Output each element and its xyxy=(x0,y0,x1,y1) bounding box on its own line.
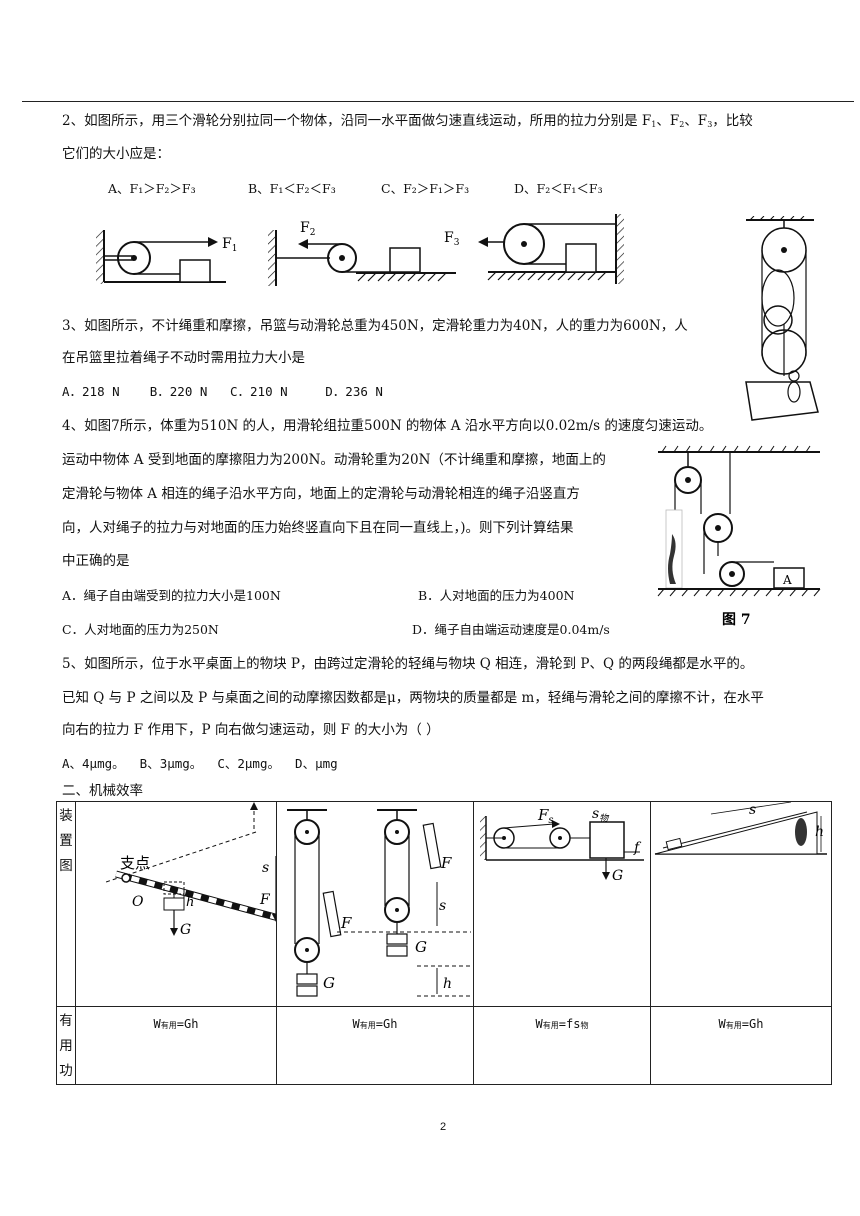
q4-line5: 中正确的是 xyxy=(62,553,130,569)
pulley-f-label-2: F xyxy=(440,854,452,872)
q4-option-b: B．人对地面的压力为400N xyxy=(418,588,575,603)
q2-option-a: A、F₁＞F₂＞F₃ xyxy=(108,181,196,196)
cell-lever: 支点 O h G F s xyxy=(75,801,287,1007)
incline-diagram: s h xyxy=(654,801,827,855)
page-number: 2 xyxy=(440,1121,447,1133)
lever-g-label: G xyxy=(180,922,191,938)
q4-line2: 运动中物体 A 受到地面的摩擦阻力为200N。动滑轮重为20N（不计绳重和摩擦，… xyxy=(62,452,606,468)
lever-diagram: 支点 O h G F s xyxy=(105,802,287,938)
q5-line3: 向右的拉力 F 作用下，P 向右做匀速运动，则 F 的大小为（ ） xyxy=(62,722,440,738)
pulley-block-diagram: G F G F s xyxy=(287,809,471,997)
q4-option-c: C．人对地面的压力为250N xyxy=(62,622,219,637)
q2-option-b: B、F₁＜F₂＜F₃ xyxy=(248,181,336,196)
q3-basket-figure xyxy=(745,216,819,421)
q2-fig2: F2 xyxy=(268,220,456,286)
header-rule xyxy=(22,101,854,102)
cell-horizontal-pull: Fs s物 G f xyxy=(473,801,651,1007)
q2-option-c: C、F₂＞F₁＞F₃ xyxy=(381,181,470,196)
lever-f-label: F xyxy=(259,892,271,908)
q5-line1: 5、如图所示，位于水平桌面上的物块 P，由跨过定滑轮的轻绳与物块 Q 相连，滑轮… xyxy=(62,656,754,672)
horizontal-pull-diagram: Fs s物 G f xyxy=(480,806,644,884)
formula-lever: W有用=Gh xyxy=(75,1006,277,1085)
q2-line2: 它们的大小应是： xyxy=(62,146,170,162)
q2-line1: 2、如图所示，用三个滑轮分别拉同一个物体，沿同一水平面做匀速直线运动，所用的拉力… xyxy=(62,113,753,129)
incline-s-label: s xyxy=(749,802,756,818)
pulley-g-label-1: G xyxy=(323,974,335,992)
lever-s-label: s xyxy=(262,860,269,876)
q4-line3: 定滑轮与物体 A 相连的绳子沿水平方向，地面上的定滑轮与动滑轮相连的绳子沿竖直方 xyxy=(62,486,580,502)
friction-f-label: f xyxy=(633,840,642,856)
table-row-device: 装置图 支点 O h G F xyxy=(56,801,832,1007)
section-title: 二、机械效率 xyxy=(62,783,143,799)
q2-fig2-label: F2 xyxy=(300,220,315,238)
q4-option-d: D．绳子自由端运动速度是0.04m/s xyxy=(412,622,610,637)
q4-fig-label-a: A xyxy=(782,573,792,587)
cell-pulleys: G F G F s xyxy=(276,801,474,1007)
efficiency-table: 装置图 支点 O h G F xyxy=(56,801,832,1085)
q2-fig1-label: F1 xyxy=(222,236,237,254)
formula-incline: W有用=Gh xyxy=(650,1006,832,1085)
q4-line4: 向，人对绳子的拉力与对地面的压力始终竖直向下且在同一直线上，)。则下列计算结果 xyxy=(62,520,574,536)
formula-horizontal: W有用=fs物 xyxy=(473,1006,651,1085)
cell-incline: s h xyxy=(650,801,832,1007)
q2-pulley-figures: F1 F2 xyxy=(96,214,624,286)
q5-options: A、4μmg。 B、3μmg。 C、2μmg。 D、μmg xyxy=(62,756,338,771)
lever-h-label: h xyxy=(186,895,194,910)
horizontal-g-label: G xyxy=(612,868,623,884)
incline-h-label: h xyxy=(815,824,824,840)
pulley-s-label: s xyxy=(439,898,446,914)
q2-option-d: D、F₂＜F₁＜F₃ xyxy=(514,181,603,196)
s-object-label: s物 xyxy=(592,806,610,824)
q3-line1: 3、如图所示，不计绳重和摩擦，吊篮与动滑轮总重为450N，定滑轮重力为40N，人… xyxy=(62,318,688,334)
pulley-g-label-2: G xyxy=(415,938,427,956)
pivot-o-label: O xyxy=(132,894,144,910)
fulcrum-label: 支点 xyxy=(120,854,150,872)
q2-fig1: F1 xyxy=(96,230,237,284)
row-header-useful-work: 有用功 xyxy=(56,1006,76,1085)
formula-pulleys: W有用=Gh xyxy=(276,1006,474,1085)
q2-fig3: F3 xyxy=(444,214,624,284)
table-row-useful-work: 有用功 W有用=Gh W有用=Gh W有用=fs物 W有用=Gh xyxy=(56,1006,832,1085)
pulley-h-label: h xyxy=(443,976,452,992)
q3-options: A．218 N B．220 N C．210 N D．236 N xyxy=(62,384,383,399)
q5-line2: 已知 Q 与 P 之间以及 P 与桌面之间的动摩擦因数都是μ，两物块的质量都是 … xyxy=(62,690,764,706)
q4-fig-caption: 图 7 xyxy=(722,612,751,628)
row-header-device: 装置图 xyxy=(56,801,76,1007)
pulley-f-label-1: F xyxy=(340,914,352,932)
q4-option-a: A．绳子自由端受到的拉力大小是100N xyxy=(62,588,281,603)
q4-line1: 4、如图7所示，体重为510N 的人，用滑轮组拉重500N 的物体 A 沿水平方… xyxy=(62,418,713,434)
q3-line2: 在吊篮里拉着绳子不动时需用拉力大小是 xyxy=(62,350,305,366)
fs-label: Fs xyxy=(537,806,554,826)
q4-figure7: A 图 7 xyxy=(657,445,821,628)
q2-fig3-label: F3 xyxy=(444,230,460,248)
